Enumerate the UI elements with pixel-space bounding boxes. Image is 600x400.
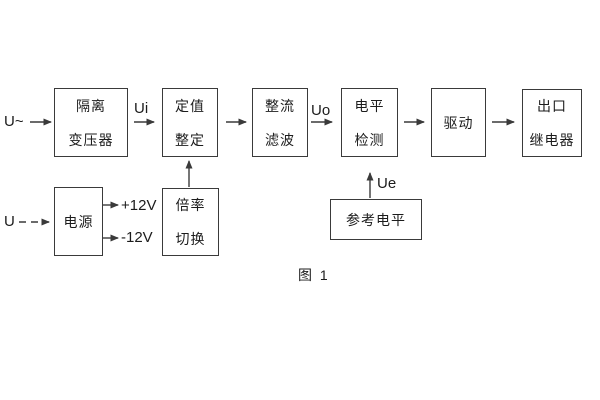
block-rectifier-filter: 整流 滤波 bbox=[252, 88, 308, 157]
label-input-ac: U~ bbox=[4, 113, 24, 130]
block-power-supply-line1: 电源 bbox=[63, 213, 94, 230]
block-isolation-transformer-line2: 变压器 bbox=[68, 131, 114, 148]
label-minus-12v: -12V bbox=[121, 229, 153, 246]
block-level-detection-line1: 电平 bbox=[354, 97, 385, 114]
label-input-dc: U bbox=[4, 213, 15, 230]
block-level-detection: 电平 检测 bbox=[341, 88, 398, 157]
block-drive-line1: 驱动 bbox=[443, 114, 474, 131]
block-output-relay: 出口 继电器 bbox=[522, 89, 582, 157]
block-output-relay-line1: 出口 bbox=[537, 98, 567, 114]
block-rectifier-filter-line1: 整流 bbox=[265, 97, 295, 114]
block-output-relay-line2: 继电器 bbox=[529, 132, 575, 148]
block-value-setting: 定值 整定 bbox=[162, 88, 218, 157]
block-reference-level: 参考电平 bbox=[330, 199, 422, 240]
block-power-supply: 电源 bbox=[54, 187, 103, 256]
block-isolation-transformer: 隔离 变压器 bbox=[54, 88, 128, 157]
block-reference-level-line1: 参考电平 bbox=[346, 211, 406, 228]
block-value-setting-line2: 整定 bbox=[175, 131, 205, 148]
label-ui: Ui bbox=[134, 100, 149, 117]
block-rectifier-filter-line2: 滤波 bbox=[265, 131, 295, 148]
label-plus-12v: +12V bbox=[121, 197, 157, 214]
figure-caption: 图 1 bbox=[298, 267, 330, 283]
block-level-detection-line2: 检测 bbox=[354, 131, 385, 148]
label-uo: Uo bbox=[311, 102, 331, 119]
block-ratio-switch-line1: 倍率 bbox=[175, 197, 206, 213]
block-ratio-switch: 倍率 切换 bbox=[162, 188, 219, 256]
block-drive: 驱动 bbox=[431, 88, 486, 157]
block-ratio-switch-line2: 切换 bbox=[175, 231, 206, 247]
block-value-setting-line1: 定值 bbox=[175, 97, 205, 114]
block-isolation-transformer-line1: 隔离 bbox=[76, 97, 106, 114]
label-ue: Ue bbox=[377, 175, 397, 192]
